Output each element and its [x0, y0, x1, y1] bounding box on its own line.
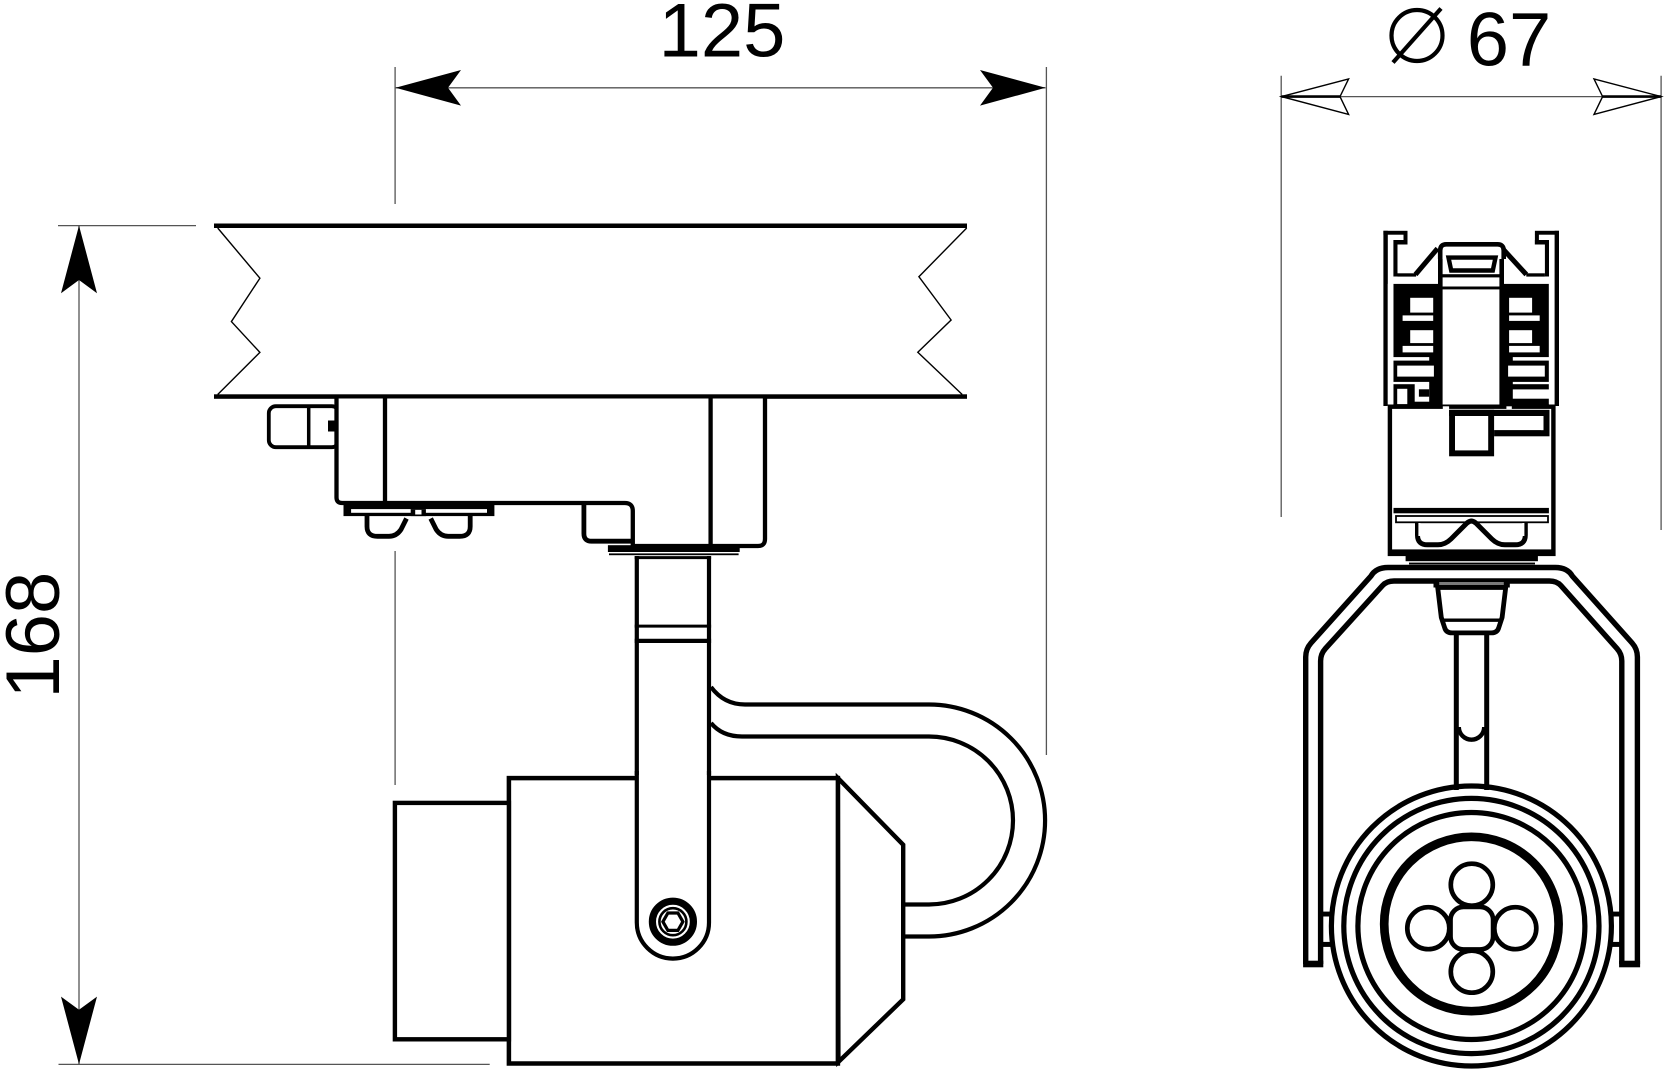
svg-text:125: 125	[659, 0, 786, 74]
svg-text:168: 168	[0, 572, 76, 699]
svg-text:67: 67	[1467, 0, 1552, 83]
